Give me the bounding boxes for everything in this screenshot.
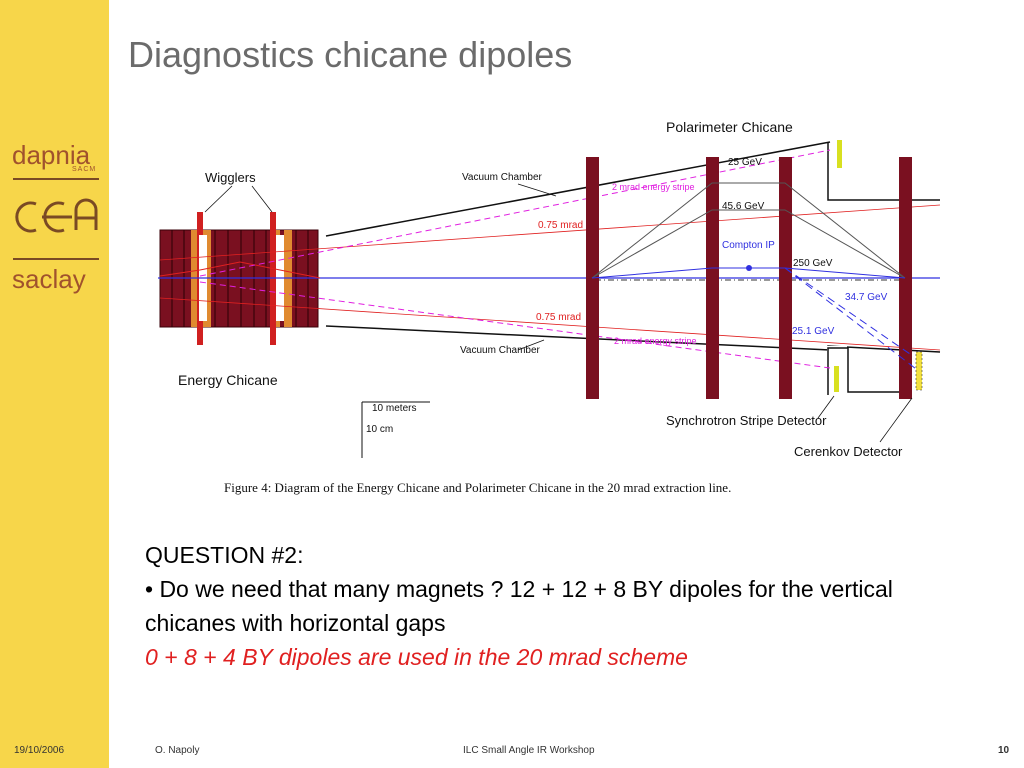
logo-divider [13,258,99,260]
label-25-1-gev: 25.1 GeV [792,326,835,337]
footer-page-number: 10 [998,745,1010,756]
slide-body: QUESTION #2: • Do we need that many magn… [145,538,985,674]
label-synchrotron-detector: Synchrotron Stripe Detector [666,413,827,428]
footer-author: O. Napoly [155,745,200,756]
label-25-gev: 25 GeV [728,157,762,168]
label-vacuum-chamber-bottom: Vacuum Chamber [460,345,541,356]
cea-logo-icon [15,198,98,233]
chicane-diagram: Wigglers Energy Chicane Polarimeter Chic… [158,119,941,459]
figure-caption: Figure 4: Diagram of the Energy Chicane … [224,480,732,495]
sacm-logo-text: SACM [72,166,97,173]
label-scale-10-meters: 10 meters [372,403,416,414]
label-scale-10-cm: 10 cm [366,424,393,435]
footer-event: ILC Small Angle IR Workshop [463,745,595,756]
label-mrad-top: 0.75 mrad [538,220,583,231]
sidebar: dapnia SACM saclay [0,0,109,768]
label-energy-chicane: Energy Chicane [178,372,278,388]
label-stripe-bottom: 2 mrad energy stripe [614,336,697,346]
label-stripe-top: 2 mrad energy stripe [612,182,695,192]
label-34-7-gev: 34.7 GeV [845,292,888,303]
slide-title: Diagnostics chicane dipoles [128,34,573,75]
label-cerenkov-detector: Cerenkov Detector [794,444,903,459]
label-compton-ip: Compton IP [722,240,775,251]
label-polarimeter-chicane: Polarimeter Chicane [666,119,793,135]
saclay-logo: saclay [12,264,86,294]
answer-text: 0 + 8 + 4 BY dipoles are used in the 20 … [145,644,688,670]
footer-date: 19/10/2006 [14,745,65,756]
label-250-gev: 250 GeV [793,258,833,269]
label-mrad-bottom: 0.75 mrad [536,312,581,323]
logo-divider [13,178,99,180]
question-heading: QUESTION #2: [145,542,304,568]
dapnia-logo: dapnia [12,140,91,170]
label-wigglers: Wigglers [205,170,256,185]
question-bullet: • Do we need that many magnets ? 12 + 12… [145,576,893,636]
label-vacuum-chamber-top: Vacuum Chamber [462,172,543,183]
label-45-6-gev: 45.6 GeV [722,201,765,212]
